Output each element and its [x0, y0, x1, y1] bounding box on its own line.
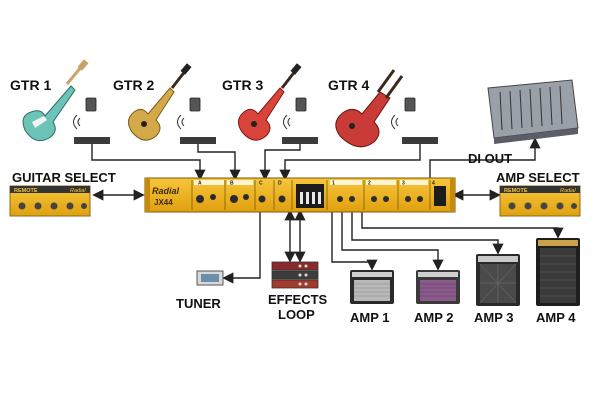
amp-1-icon: [350, 270, 394, 304]
input-letter-d: D: [278, 181, 282, 187]
wireless-transmitter-icons: [85, 97, 416, 112]
cables: [91, 137, 564, 284]
guitar-remote-label: REMOTE: [14, 188, 38, 194]
amp-remote-label: REMOTE: [504, 188, 528, 194]
label-gtr3: GTR 3: [222, 77, 263, 93]
guitar-1-icon: [22, 59, 89, 142]
input-letter-c: C: [259, 181, 263, 187]
label-tuner: TUNER: [176, 296, 221, 311]
label-loop: LOOP: [278, 307, 315, 322]
amp-remote-brand: Radial: [560, 188, 576, 194]
amp-select-remote-icon: [499, 185, 581, 217]
effects-rack-icon: [271, 261, 319, 289]
device-brand: Radial: [152, 186, 180, 196]
wireless-receiver-icons: [74, 137, 438, 144]
guitar-remote-brand: Radial: [70, 188, 86, 194]
device-model: JX44: [154, 198, 173, 207]
label-gtr1: GTR 1: [10, 77, 51, 93]
label-amp3: AMP 3: [474, 310, 514, 325]
label-amp2: AMP 2: [414, 310, 454, 325]
mixer-console-icon: [487, 79, 579, 144]
guitar-2-icon: [128, 63, 192, 141]
output-number-1: 1: [332, 181, 335, 187]
amp-3-icon: [476, 254, 520, 306]
label-gtr2: GTR 2: [113, 77, 154, 93]
guitar-select-remote-icon: [9, 185, 91, 217]
amp-2-icon: [416, 270, 460, 304]
label-guitar-select: GUITAR SELECT: [12, 170, 116, 185]
tuner-icon: [196, 270, 224, 286]
amp-4-icon: [536, 238, 580, 306]
label-amp1: AMP 1: [350, 310, 390, 325]
label-di-out: DI OUT: [468, 151, 512, 166]
guitar-3-icon: [238, 63, 302, 141]
wireless-signal-icons: [73, 114, 399, 130]
label-effects: EFFECTS: [268, 292, 328, 307]
input-letter-a: A: [198, 181, 202, 187]
guitar-4-icon: [335, 69, 404, 148]
input-letter-b: B: [230, 181, 234, 187]
output-number-4: 4: [432, 181, 435, 187]
label-amp-select: AMP SELECT: [496, 170, 580, 185]
label-amp4: AMP 4: [536, 310, 576, 325]
output-number-2: 2: [368, 181, 371, 187]
output-number-3: 3: [402, 181, 405, 187]
label-gtr4: GTR 4: [328, 77, 369, 93]
jx44-rack-unit: [144, 177, 456, 213]
